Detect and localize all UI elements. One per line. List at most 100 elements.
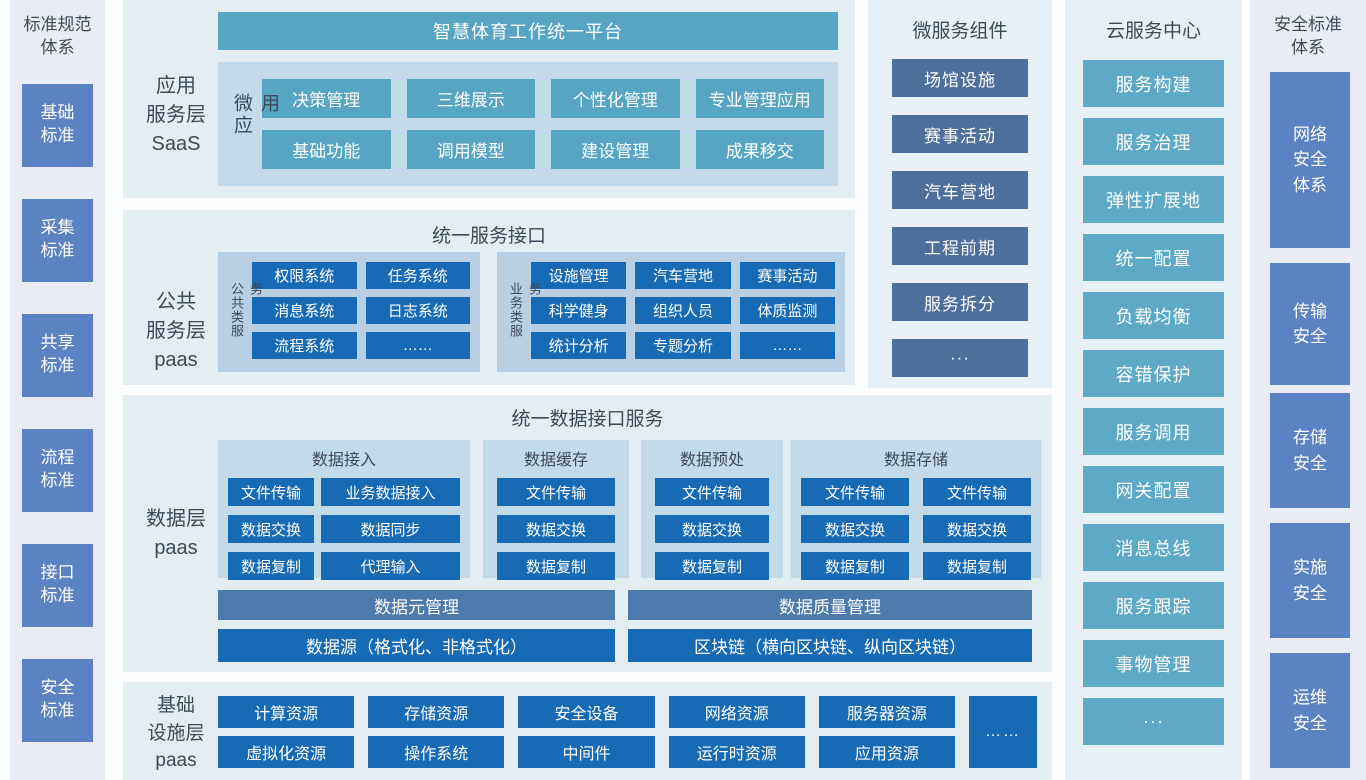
app-layer-label: 应用 服务层 SaaS [135, 72, 217, 159]
standard-box-label: 基础标准 [40, 103, 75, 146]
unified-service-interface-title: 统一服务接口 [431, 226, 546, 247]
infra-box-application: 应用资源 [818, 736, 955, 768]
security-box-network: 网络安全体系 [1270, 72, 1350, 248]
data-box-sync: 数据同步 [321, 515, 460, 543]
security-box-implementation: 实施安全 [1270, 523, 1350, 638]
infra-box-runtime: 运行时资源 [668, 736, 805, 768]
service-box-camp: 汽车营地 [635, 262, 731, 289]
public-layer-label-line: paas [154, 349, 198, 371]
data-box-file-transfer: 文件传输 [923, 478, 1031, 506]
standard-box-label: 流程标准 [40, 448, 75, 491]
service-box-more: …… [365, 332, 470, 359]
cloud-box-message-bus: 消息总线 [1083, 524, 1224, 571]
service-box-monitor: 体质监测 [739, 297, 835, 324]
cloud-box-service-tracking: 服务跟踪 [1083, 582, 1224, 629]
security-box-label: 传输安全 [1293, 301, 1327, 347]
service-box-statistics: 统计分析 [531, 332, 627, 359]
infra-box-storage: 存储资源 [368, 696, 505, 728]
common-services-group: 公共类服务 权限系统 任务系统 消息系统 日志系统 流程系统 …… [218, 252, 480, 372]
security-box-transmission: 传输安全 [1270, 263, 1350, 385]
micro-box-venue: 场馆设施 [892, 59, 1028, 97]
data-cache-group: 数据缓存 文件传输 数据交换 数据复制 [483, 440, 629, 580]
data-layer-label-line: paas [154, 537, 198, 559]
security-box-operations: 运维安全 [1270, 653, 1350, 768]
infra-layer-label-line: 基础 [156, 695, 195, 716]
data-access-title: 数据接入 [311, 452, 376, 469]
infra-box-security-device: 安全设备 [518, 696, 655, 728]
data-quality-management-bar: 数据质量管理 [628, 590, 1032, 620]
security-standards-title: 安全标准体系 [1274, 15, 1342, 57]
cloud-service-center-column: 云服务中心 服务构建 服务治理 弹性扩展地 统一配置 负载均衡 容错保护 服务调… [1065, 0, 1242, 780]
standard-box-label: 共享标准 [40, 333, 75, 376]
standard-box-label: 安全标准 [40, 678, 75, 721]
infra-box-server: 服务器资源 [818, 696, 955, 728]
cloud-box-unified-config: 统一配置 [1083, 234, 1224, 281]
infra-layer-label-line: 设施层 [147, 722, 205, 744]
cloud-service-center-title: 云服务中心 [1105, 21, 1201, 42]
micro-app-grid: 决策管理 三维展示 个性化管理 专业管理应用 基础功能 调用模型 建设管理 成果… [262, 79, 824, 169]
service-box-log: 日志系统 [365, 297, 470, 324]
standards-column-title: 标准规范体系 [23, 15, 92, 57]
data-layer-label: 数据层 paas [135, 505, 217, 563]
data-preprocess-title: 数据预处 [679, 452, 744, 469]
data-box-exchange: 数据交换 [497, 515, 615, 543]
metadata-management-bar: 数据元管理 [218, 590, 615, 620]
data-cache-title: 数据缓存 [523, 452, 588, 469]
common-services-grid: 权限系统 任务系统 消息系统 日志系统 流程系统 …… [252, 262, 470, 359]
app-box-professional: 专业管理应用 [695, 79, 824, 118]
microservice-list: 场馆设施 赛事活动 汽车营地 工程前期 服务拆分 ··· [868, 59, 1052, 377]
infra-box-compute: 计算资源 [218, 696, 355, 728]
app-layer-label-line: 服务层 [146, 104, 206, 126]
security-box-label: 实施安全 [1293, 558, 1327, 603]
micro-app-container: 微应用 决策管理 三维展示 个性化管理 专业管理应用 基础功能 调用模型 建设管… [218, 62, 838, 186]
data-box-replication: 数据复制 [497, 552, 615, 580]
app-box-basic: 基础功能 [262, 130, 391, 169]
business-services-vertical-label: 业务类服务 [508, 282, 542, 338]
data-box-proxy-input: 代理输入 [321, 552, 460, 580]
data-box-file-transfer: 文件传输 [801, 478, 909, 506]
infra-box-virtualization: 虚拟化资源 [218, 736, 355, 768]
service-box-workflow: 流程系统 [252, 332, 357, 359]
security-box-storage: 存储安全 [1270, 393, 1350, 508]
infrastructure-layer-panel: 基础 设施层 paas 计算资源 存储资源 安全设备 网络资源 服务器资源 ……… [123, 682, 1052, 780]
data-box-exchange: 数据交换 [923, 515, 1031, 543]
infra-layer-label: 基础 设施层 paas [135, 692, 217, 775]
standards-column: 标准规范体系 基础标准 采集标准 共享标准 流程标准 接口标准 安全标准 [10, 0, 105, 780]
security-standards-column: 安全标准体系 网络安全体系 传输安全 存储安全 实施安全 运维安全 [1250, 0, 1366, 780]
business-services-group: 业务类服务 设施管理 汽车营地 赛事活动 科学健身 组织人员 体质监测 统计分析… [497, 252, 845, 372]
app-layer-label-line: SaaS [151, 133, 201, 155]
app-box-decision: 决策管理 [262, 79, 391, 118]
data-access-grid: 文件传输 业务数据接入 数据交换 数据同步 数据复制 代理输入 [228, 478, 460, 580]
cloud-box-fault-tolerance: 容错保护 [1083, 350, 1224, 397]
security-box-label: 网络安全体系 [1293, 124, 1327, 195]
micro-box-service-split: 服务拆分 [892, 283, 1028, 321]
cloud-service-list: 服务构建 服务治理 弹性扩展地 统一配置 负载均衡 容错保护 服务调用 网关配置… [1065, 60, 1242, 745]
cloud-box-more: ··· [1083, 698, 1224, 745]
cloud-box-service-invocation: 服务调用 [1083, 408, 1224, 455]
micro-box-camp: 汽车营地 [892, 171, 1028, 209]
app-service-layer-panel: 应用 服务层 SaaS 智慧体育工作统一平台 微应用 决策管理 三维展示 个性化… [123, 0, 855, 198]
micro-box-more: ··· [892, 339, 1028, 377]
standard-box-label: 接口标准 [40, 563, 75, 606]
infrastructure-grid: 计算资源 存储资源 安全设备 网络资源 服务器资源 …… 虚拟化资源 操作系统 … [218, 696, 1037, 768]
data-box-file-transfer: 文件传输 [497, 478, 615, 506]
data-box-replication: 数据复制 [801, 552, 909, 580]
data-source-bar: 数据源（格式化、非格式化） [218, 629, 615, 662]
security-box-label: 存储安全 [1293, 428, 1327, 473]
microservice-components-column: 微服务组件 场馆设施 赛事活动 汽车营地 工程前期 服务拆分 ··· [868, 0, 1052, 388]
infra-box-middleware: 中间件 [518, 736, 655, 768]
infra-box-network: 网络资源 [668, 696, 805, 728]
data-preprocess-group: 数据预处 文件传输 数据交换 数据复制 [641, 440, 783, 580]
app-box-3d: 三维展示 [406, 79, 535, 118]
data-preprocess-grid: 文件传输 数据交换 数据复制 [655, 478, 769, 580]
data-layer-label-line: 数据层 [146, 508, 206, 530]
app-box-construction: 建设管理 [551, 130, 680, 169]
standard-box-basic: 基础标准 [22, 83, 93, 167]
cloud-box-transaction-management: 事物管理 [1083, 640, 1224, 687]
data-box-file-transfer: 文件传输 [228, 478, 314, 506]
standards-list: 基础标准 采集标准 共享标准 流程标准 接口标准 安全标准 [10, 83, 105, 742]
data-box-replication: 数据复制 [655, 552, 769, 580]
app-box-personalization: 个性化管理 [551, 79, 680, 118]
service-box-fitness: 科学健身 [531, 297, 627, 324]
